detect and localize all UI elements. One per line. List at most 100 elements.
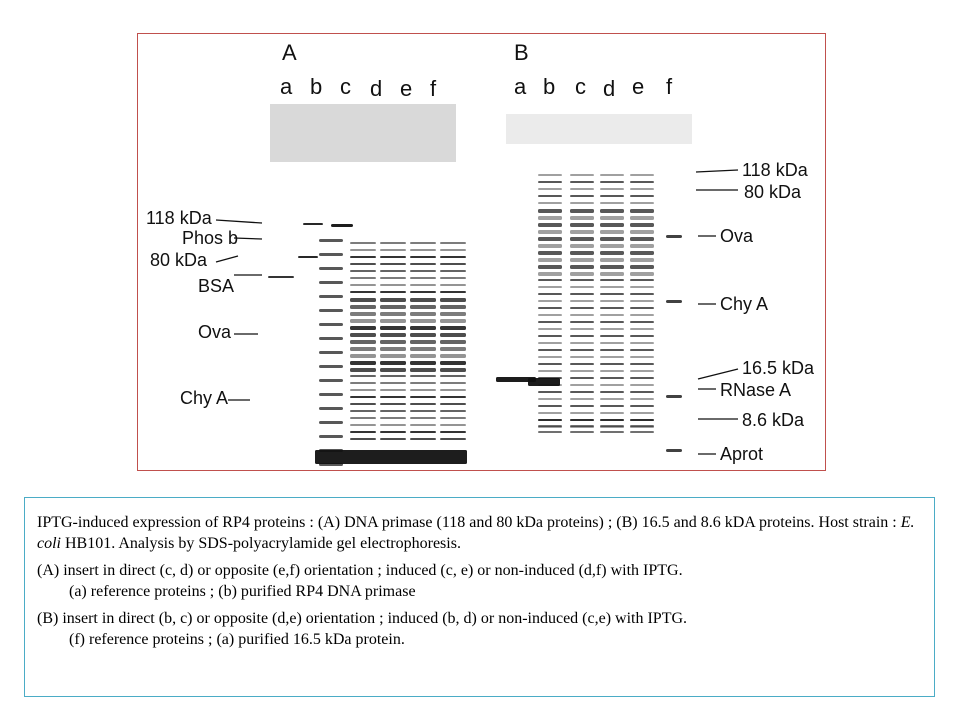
- gel-band: [350, 403, 376, 405]
- gel-band: [440, 396, 466, 398]
- b-marker-16-5kda: 16.5 kDa: [742, 358, 815, 378]
- gel-band: [538, 202, 562, 204]
- gel-band: [380, 291, 406, 293]
- b-marker-8-6kda: 8.6 kDa: [742, 410, 805, 430]
- gel-band: [350, 263, 376, 265]
- gel-figure: A a b c d e f B a b c d e f 118 kDa Phos…: [137, 33, 826, 471]
- gel-band: [440, 389, 466, 391]
- gel-band: [538, 405, 562, 407]
- gel-band: [538, 272, 562, 276]
- a-marker-bsa: BSA: [198, 276, 234, 296]
- gel-band: [538, 251, 562, 255]
- panel-a-lane-c: c: [340, 74, 351, 99]
- gel-band: [440, 347, 466, 351]
- gel-band: [630, 419, 654, 421]
- gel-band: [570, 356, 594, 358]
- gel-band: [538, 412, 562, 414]
- gel-band: [538, 244, 562, 248]
- gel-band: [538, 293, 562, 295]
- gel-band: [380, 438, 406, 440]
- gel-band: [570, 370, 594, 372]
- gel-band: [630, 272, 654, 276]
- gel-band: [350, 291, 376, 293]
- gel-band: [600, 307, 624, 309]
- gel-band: [570, 209, 594, 213]
- caption-text: HB101. Analysis by SDS-polyacrylamide ge…: [61, 535, 461, 552]
- gel-band: [630, 209, 654, 213]
- a-marker-80kda: 80 kDa: [150, 250, 208, 270]
- gel-band: [630, 174, 654, 176]
- gel-band: [570, 412, 594, 414]
- gel-band: [600, 279, 624, 281]
- gel-band: [350, 389, 376, 391]
- gel-band: [630, 216, 654, 220]
- gel-band: [410, 291, 436, 293]
- caption-text: IPTG-induced expression of RP4 proteins …: [37, 514, 901, 531]
- gel-band: [630, 335, 654, 337]
- b-marker-rnase-a: RNase A: [720, 380, 791, 400]
- gel-band: [319, 435, 343, 438]
- gel-band: [600, 195, 624, 197]
- gel-band: [380, 256, 406, 258]
- gel-band: [570, 300, 594, 302]
- gel-band: [440, 361, 466, 365]
- gel-band: [600, 272, 624, 276]
- gel-band: [440, 340, 466, 344]
- gel-band: [410, 389, 436, 391]
- gel-band: [600, 349, 624, 351]
- gel-band: [570, 265, 594, 269]
- gel-band: [538, 195, 562, 197]
- gel-band: [538, 370, 562, 372]
- gel-band: [666, 395, 682, 398]
- gel-band: [380, 284, 406, 286]
- gel-band: [600, 335, 624, 337]
- gel-band: [570, 230, 594, 234]
- gel-band: [298, 256, 318, 258]
- gel-bands: [268, 174, 682, 466]
- gel-band: [600, 363, 624, 365]
- gel-band: [410, 361, 436, 365]
- gel-band: [630, 181, 654, 183]
- gel-band: [410, 368, 436, 372]
- gel-band: [410, 382, 436, 384]
- gel-band: [630, 321, 654, 323]
- panel-b-lane-c: c: [575, 74, 586, 99]
- gel-band: [570, 307, 594, 309]
- gel-band: [600, 223, 624, 227]
- gel-band: [570, 272, 594, 276]
- gel-band: [380, 305, 406, 309]
- gel-band: [538, 314, 562, 316]
- gel-band: [570, 216, 594, 220]
- gel-band: [350, 382, 376, 384]
- gel-band: [440, 375, 466, 377]
- gel-band: [410, 270, 436, 272]
- gel-band: [630, 265, 654, 269]
- gel-band: [570, 188, 594, 190]
- gel-band: [350, 396, 376, 398]
- gel-background: [270, 104, 692, 162]
- gel-band: [440, 249, 466, 251]
- gel-band: [440, 305, 466, 309]
- gel-band: [440, 319, 466, 323]
- gel-band: [570, 363, 594, 365]
- gel-band: [570, 349, 594, 351]
- gel-band: [319, 309, 343, 312]
- stacking-gel-a: [270, 104, 456, 162]
- gel-band: [380, 375, 406, 377]
- gel-band: [538, 342, 562, 344]
- gel-band: [440, 326, 466, 330]
- gel-band: [440, 333, 466, 337]
- gel-band: [570, 391, 594, 393]
- gel-band: [600, 391, 624, 393]
- gel-band: [600, 321, 624, 323]
- gel-band: [538, 279, 562, 281]
- a-marker-118kda: 118 kDa: [146, 208, 213, 228]
- gel-band: [380, 410, 406, 412]
- gel-band: [380, 431, 406, 433]
- gel-band: [666, 300, 682, 303]
- gel-band: [319, 239, 343, 242]
- gel-band: [538, 237, 562, 241]
- panel-b-lane-e: e: [632, 74, 644, 99]
- gel-band: [380, 263, 406, 265]
- gel-band: [630, 300, 654, 302]
